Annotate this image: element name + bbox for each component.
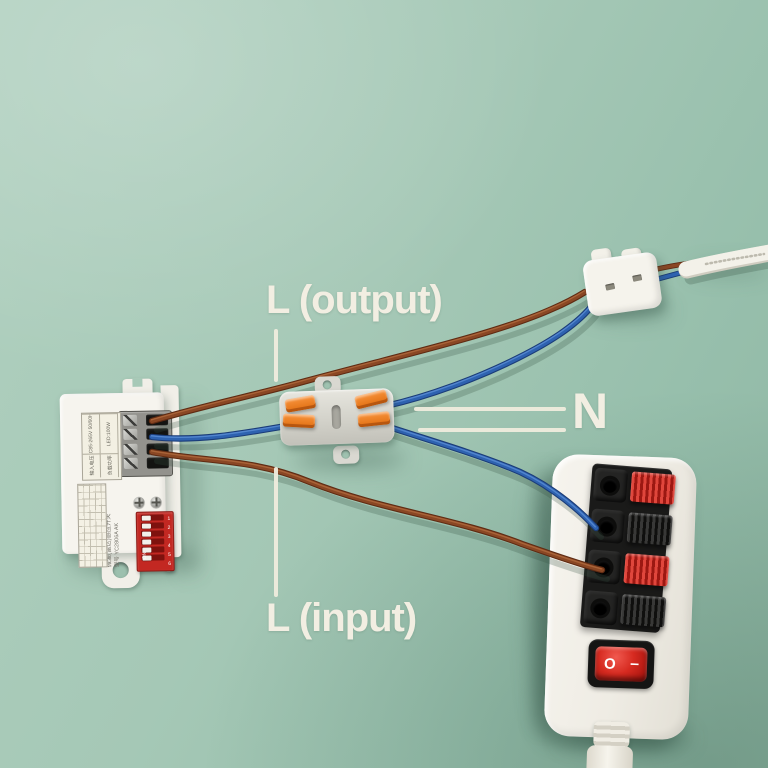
- lever-splice-connector: [276, 374, 399, 470]
- label-n: N: [572, 383, 609, 439]
- lamp-cable: [678, 244, 768, 279]
- annotation-line-vertical-bottom: [274, 467, 278, 597]
- label-l-output: L (output): [266, 278, 443, 322]
- neutral-wire-to-strip: [382, 422, 600, 532]
- module-side-shadow: [182, 398, 198, 578]
- connector-center-slot: [331, 404, 342, 430]
- orange-lever: [282, 413, 316, 429]
- ear-hole: [322, 380, 332, 390]
- wire-shadows: [154, 255, 768, 582]
- live-wire-input: [148, 448, 606, 574]
- live-wire-output: [148, 288, 589, 425]
- label-l-input: L (input): [266, 596, 417, 640]
- neutral-wire-to-lamp: [382, 303, 595, 410]
- annotation-line-horizontal-2: [418, 428, 566, 432]
- neutral-wire-module: [148, 421, 296, 442]
- lamp-quick-connector: [579, 241, 668, 321]
- cable-print-marks: [704, 252, 766, 266]
- connector-ear-bottom: [332, 445, 360, 465]
- connector-slot: [632, 274, 643, 282]
- connector-slot: [605, 282, 616, 291]
- ear-hole: [340, 449, 351, 459]
- annotation-line-horizontal-1: [414, 407, 566, 411]
- annotation-line-vertical-top: [274, 329, 278, 382]
- connector-body: [581, 251, 663, 317]
